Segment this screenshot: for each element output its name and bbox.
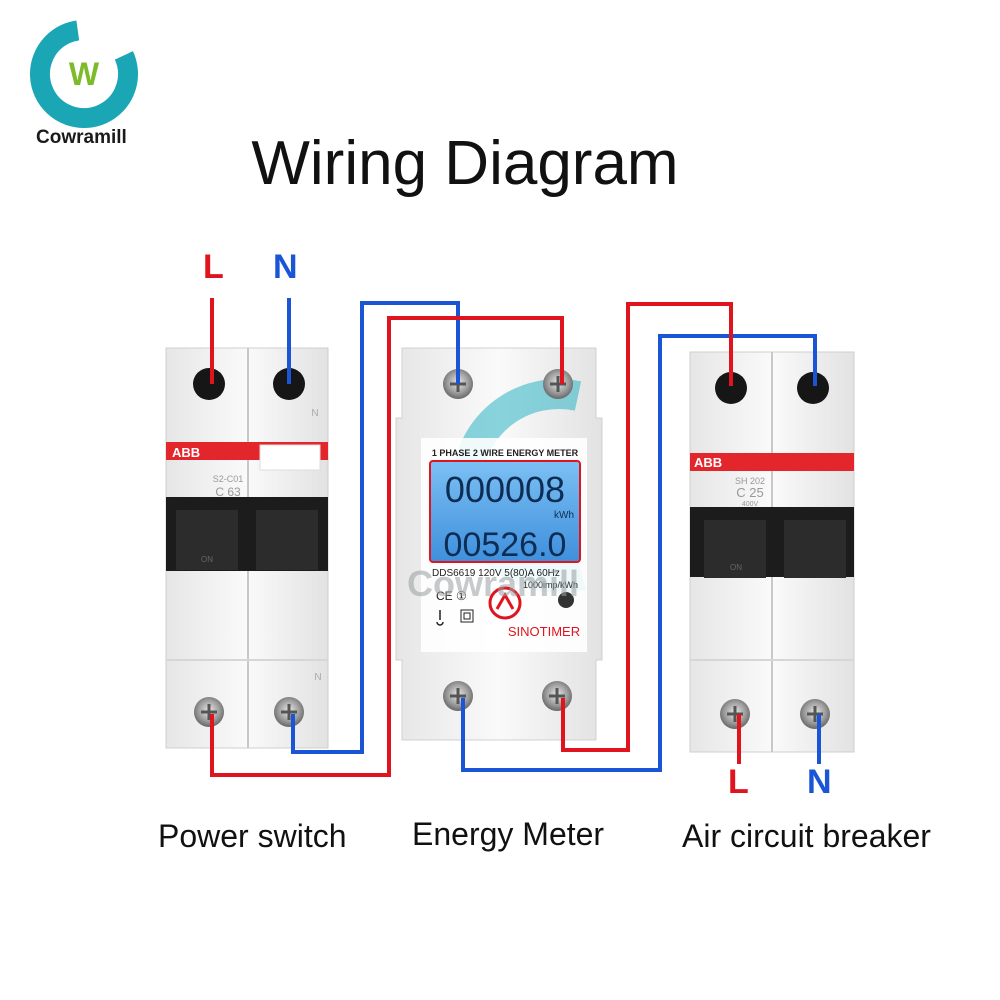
screw-terminal-icon [720, 699, 750, 729]
breaker-rating: C 25 [736, 485, 763, 500]
abb-stripe [690, 453, 854, 471]
input-line-label: L [203, 248, 224, 286]
breaker-brand: ABB [694, 455, 722, 470]
brand-name: Cowramill [36, 127, 127, 148]
screw-terminal-icon [543, 369, 573, 399]
power-switch-terminal-l-in [193, 368, 225, 400]
breaker-terminal-l-in [715, 372, 747, 404]
power-switch-model: S2-C01 [213, 474, 244, 484]
output-line-label: L [728, 763, 749, 801]
meter-reading-bottom: 00526.0 [444, 526, 567, 564]
screw-terminal-icon [542, 681, 572, 711]
power-switch-caption: Power switch [158, 818, 347, 854]
line-switch-to-meter-wire [210, 316, 564, 777]
screw-terminal-icon [274, 697, 304, 727]
power-switch-bottom-n: N [314, 672, 321, 683]
breaker-voltage: 400V [742, 501, 759, 508]
screw-terminal-icon [800, 699, 830, 729]
meter-impulse: 1000imp/kWh [523, 580, 578, 590]
meter-reading-top: 000008 [445, 469, 565, 510]
line-wires [210, 298, 741, 777]
screw-terminal-icon [443, 681, 473, 711]
meter-logo-icon [488, 586, 522, 620]
breaker-terminal-n-in [797, 372, 829, 404]
air-circuit-breaker: ABB SH 202 C 25 400V 6000 ON [689, 351, 855, 753]
power-switch-brand: ABB [172, 445, 200, 460]
watermark-text: Cowramill [407, 563, 579, 604]
power-switch-top-n: N [311, 408, 318, 419]
line-meter-to-breaker-wire [561, 302, 733, 752]
meter-unit: kWh [554, 510, 574, 521]
input-neutral-label: N [273, 248, 298, 286]
meter-header: 1 PHASE 2 WIRE ENERGY METER [432, 448, 579, 458]
breaker-model: SH 202 [735, 476, 765, 486]
neutral-meter-to-breaker-wire [461, 334, 817, 772]
output-neutral-label: N [807, 763, 832, 801]
page-title: Wiring Diagram [251, 129, 679, 198]
logo-mark: W [69, 56, 100, 92]
power-switch-handle-mark: ON [201, 555, 213, 564]
energy-meter: 1 PHASE 2 WIRE ENERGY METER 000008 kWh 0… [395, 347, 603, 741]
energy-meter-caption: Energy Meter [412, 816, 605, 852]
power-switch: ABB S2-C01 C 63 ON N N [165, 347, 329, 749]
power-switch-rating: C 63 [215, 485, 241, 499]
screw-terminal-icon [194, 697, 224, 727]
logo-icon: W [30, 20, 138, 128]
circuit-breaker-caption: Air circuit breaker [682, 818, 931, 854]
meter-marks: CE ① [436, 589, 467, 603]
meter-spec: DDS6619 120V 5(80)A 60Hz [432, 568, 560, 579]
meter-brand: SINOTIMER [508, 624, 580, 639]
breaker-handle-mark: ON [730, 563, 742, 572]
